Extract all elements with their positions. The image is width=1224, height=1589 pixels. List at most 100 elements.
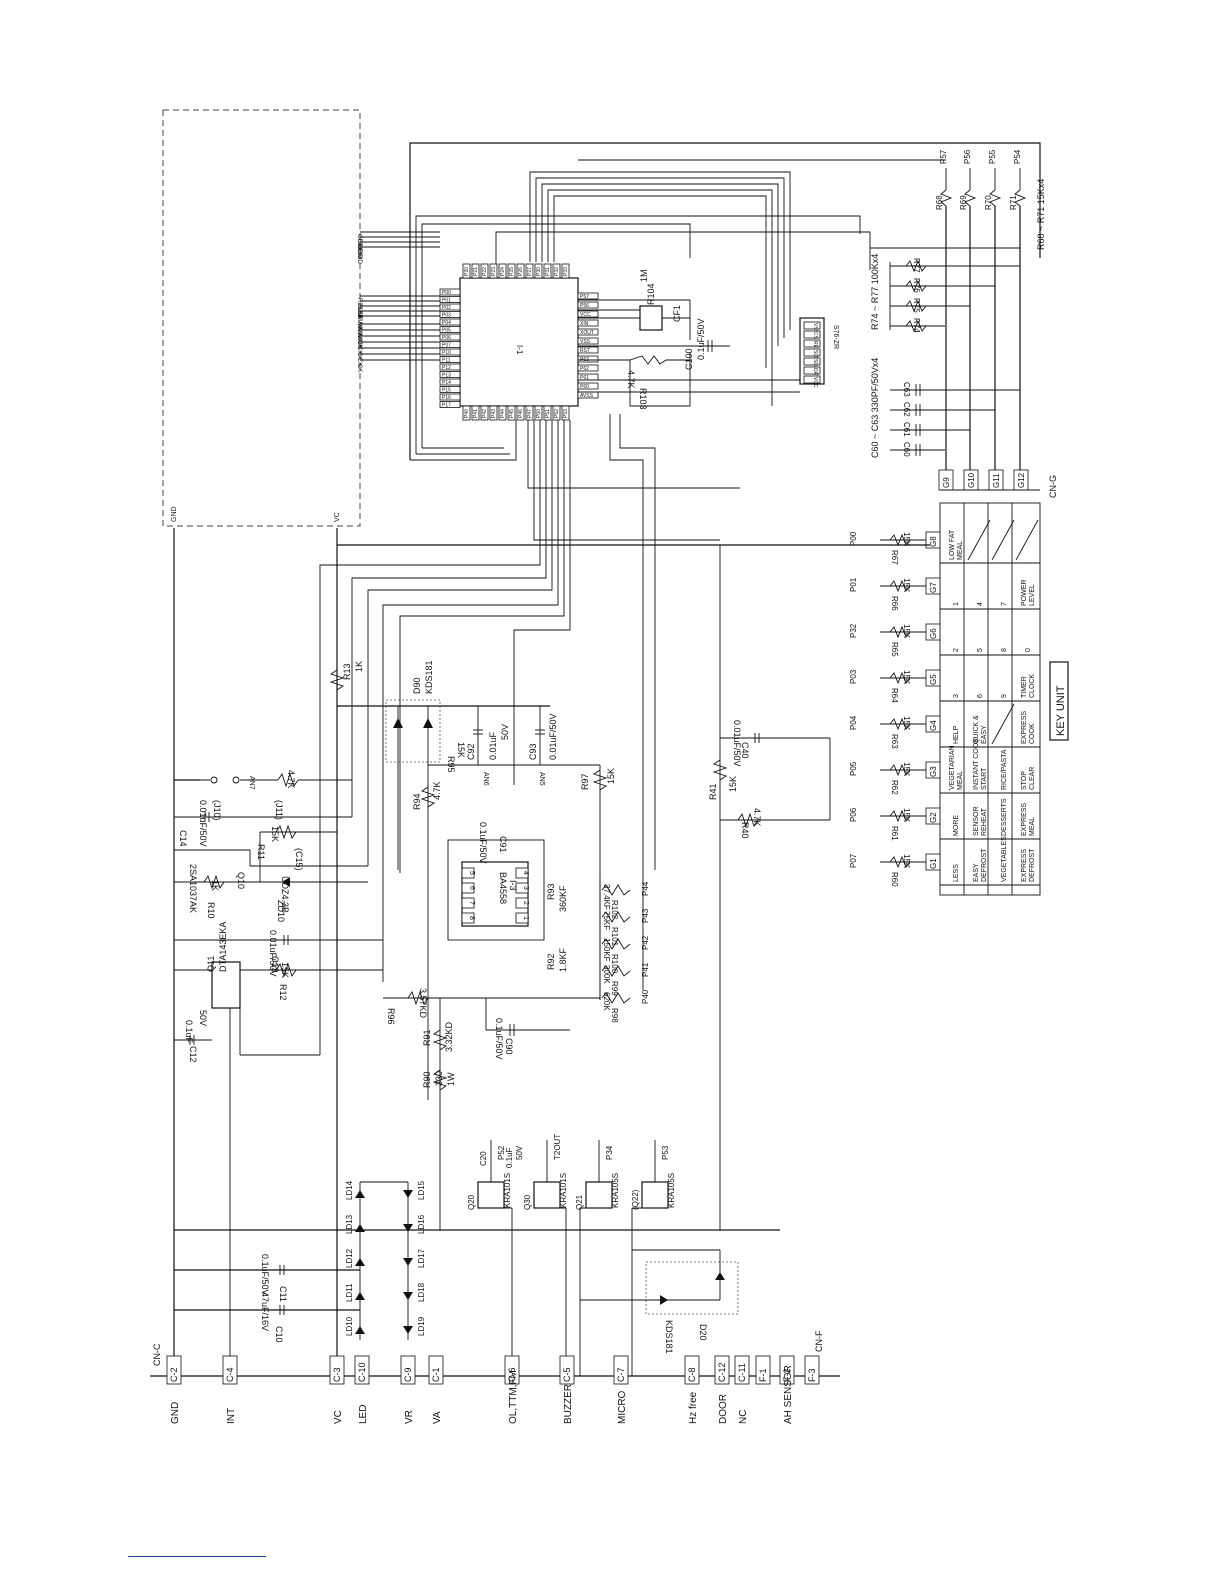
mcu-top-pin-label: P30 <box>536 267 542 276</box>
key-column-label: G2 <box>929 812 938 823</box>
connector-pin-label: C-6 <box>507 1367 517 1382</box>
mcu-ref: I-1 <box>515 345 524 355</box>
ladder-resistor-label: R99 <box>610 981 619 996</box>
opamp-pin-label: 4 <box>522 871 529 875</box>
key-column-label: G3 <box>929 766 938 777</box>
connector-signal-label: LED <box>358 1405 369 1424</box>
mcu-left-pin <box>439 341 461 348</box>
c12-label: C12 <box>188 1046 198 1063</box>
key-label: EXPRESS <box>1021 803 1028 836</box>
mcu-left-pin-label: P11 <box>442 358 451 364</box>
led-diode <box>403 1292 413 1300</box>
r68-resistor <box>1014 189 1027 207</box>
mcu-top-pin-label: P23 <box>491 267 497 276</box>
opamp-pin-label: 5 <box>468 871 475 875</box>
key-column-resistor <box>889 579 911 593</box>
opamp-part: BA4558 <box>498 872 508 904</box>
mcu-bottom-pin <box>525 405 534 421</box>
key-unit-title-box <box>1049 661 1069 741</box>
led-label: LD19 <box>417 1316 426 1336</box>
mcu-left-pin <box>439 401 461 408</box>
key-label: EXPRESS <box>1021 711 1028 744</box>
key-column-label: G8 <box>929 536 938 547</box>
r68-resistor <box>964 189 977 207</box>
mcu-right-pin-label: AVSS <box>580 393 594 399</box>
mcu-bottom-pin-label: P52 <box>554 409 560 418</box>
ladder-resistor-value: 150KF <box>602 938 611 962</box>
footer-rule <box>128 1556 266 1557</box>
key-column-pin <box>925 623 941 641</box>
r40-label: R40 <box>740 822 750 839</box>
mcu-bottom-pin-label: P45 <box>509 409 515 418</box>
mcu-left-pin <box>439 348 461 356</box>
mcu-bus-wiring <box>319 142 1041 1055</box>
mcu-left-pin-label: P01 <box>442 298 451 304</box>
key-label: INSTANT COOK <box>973 738 980 790</box>
key-column-resistor <box>889 855 911 869</box>
opamp-pin-label: 2 <box>522 901 529 905</box>
r103-value: 4.7K <box>626 370 636 389</box>
key-column-resistor <box>889 625 911 639</box>
mcu-left-pin <box>439 356 461 363</box>
key-label: MEAL <box>957 541 964 560</box>
d90-label: D90 <box>412 677 422 694</box>
mcu-bottom-pin-label: P41 <box>473 409 479 418</box>
r68-port: P55 <box>988 149 997 164</box>
connector-pin-label: C-12 <box>717 1362 727 1382</box>
led-diode <box>355 1224 365 1232</box>
ladder-port-label: P42 <box>641 935 650 950</box>
mcu-signal-label: GRID <box>356 239 362 255</box>
mcu-bottom-pin <box>480 405 489 421</box>
c20-voltage: 50V <box>515 1145 524 1160</box>
r68-port: P56 <box>963 149 972 164</box>
eeprom-pin <box>803 321 821 330</box>
key-column-port: P32 <box>849 623 858 638</box>
connector-signal-label: Hz free <box>688 1391 699 1424</box>
key-label: EASY <box>973 863 980 882</box>
led-label: LD16 <box>417 1214 426 1234</box>
key-column-pin <box>925 669 941 687</box>
r68-71-note: R68 ~ R71 15Kx4 <box>1036 179 1046 250</box>
key-label: 6 <box>977 694 984 698</box>
mcu-top-pin <box>516 263 525 279</box>
r94-label: R94 <box>412 793 422 810</box>
key-column-port: P04 <box>849 715 858 730</box>
r68-label: R68 <box>935 195 944 210</box>
mcu-left-pin-label: P17 <box>442 403 451 409</box>
r91-value: 3.32KD <box>444 1021 454 1052</box>
key-column-label: G6 <box>929 628 938 639</box>
ladder-resistor <box>601 992 631 1004</box>
key-label: QUICK & <box>973 715 980 744</box>
mcu-left-pin-label: P00 <box>442 290 451 296</box>
connector-pin <box>354 1355 370 1385</box>
mcu-top-pin-label: P33 <box>563 267 569 276</box>
r96-value: 3.57KD <box>418 988 428 1019</box>
eeprom-pin <box>803 339 821 348</box>
ladder-port-label: P41 <box>641 962 650 977</box>
connector-pin-label: C-3 <box>332 1367 342 1382</box>
key-column-label: G4 <box>929 720 938 731</box>
led-label: LD18 <box>417 1282 426 1302</box>
key-empty-slash <box>991 519 1015 561</box>
opamp-pin-label: 7 <box>468 901 475 905</box>
ladder-resistor-value: 37.4KF <box>602 884 611 910</box>
r92-label: R92 <box>546 953 556 970</box>
led-diode <box>355 1326 365 1334</box>
connector-pin <box>166 1355 182 1385</box>
ladder-resistor <box>601 965 631 977</box>
led-diode <box>355 1292 365 1300</box>
connector-signal-label: VA <box>432 1411 443 1424</box>
led-diode <box>403 1258 413 1266</box>
key-label: LOW FAT <box>949 529 956 560</box>
driver-part: KRA101S <box>503 1173 512 1208</box>
mcu-signal-label: CK <box>356 358 362 366</box>
r10-value: 1K <box>210 880 220 891</box>
zd10-part: UDZ4.3B <box>280 876 290 913</box>
mcu-right-pin <box>577 319 599 327</box>
led-diode <box>403 1190 413 1198</box>
eeprom-pin <box>803 366 821 375</box>
connector-pin-label: C-10 <box>357 1362 367 1382</box>
pullup-label: R74 <box>912 318 921 333</box>
key-column-resistor-value: 15K <box>902 624 911 639</box>
